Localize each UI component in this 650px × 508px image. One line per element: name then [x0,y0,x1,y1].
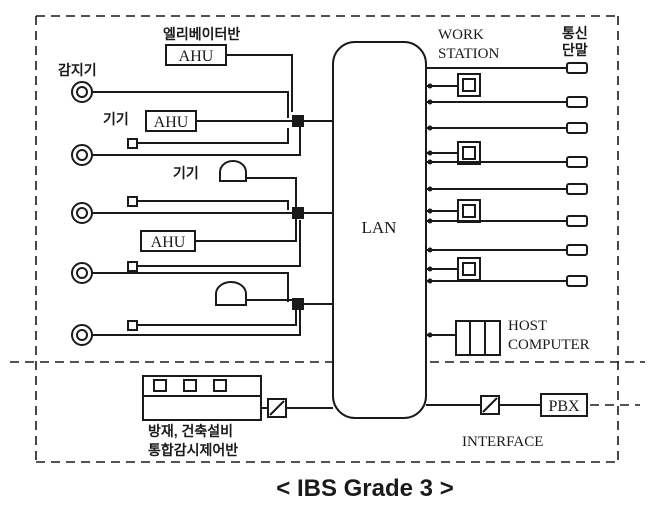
lan-backbone: LAN [332,41,427,419]
equipment-label-2: 기기 [173,165,199,181]
pbx-label: PBX [548,398,580,415]
boundary-lines [10,15,645,463]
elevator-panel-label: 엘리베이터반 [163,26,240,42]
comm-terminal-label-2: 단말 [562,42,588,58]
ahu-label-2: AHU [154,114,189,131]
workstation-label-2: STATION [438,46,499,62]
controller-group-2: 기기 AHU [71,160,333,272]
host-label-1: HOST [508,318,547,334]
lan-label: LAN [362,218,397,237]
ahu-label-1: AHU [179,48,214,65]
figure-caption: < IBS Grade 3 > [276,475,453,502]
integrated-control-panel: 방재, 건축설비 통합감시제어반 [142,375,333,458]
host-label-2: COMPUTER [508,337,590,353]
interface-label: INTERFACE [462,434,543,450]
control-panel-label-1: 방재, 건축설비 [148,423,233,439]
workstation-label-1: WORK [438,27,484,43]
pbx-interface: PBX INTERFACE [426,393,588,450]
comm-terminal-label-1: 통신 [562,25,588,41]
equipment-label-1: 기기 [103,111,129,127]
controller-group-1: 기기 AHU [71,81,333,166]
host-computer: HOST COMPUTER [426,318,590,356]
pbx-box [540,393,588,417]
terminal-lines [426,62,588,287]
sensor-label: 감지기 [58,62,97,78]
ahu-label-3: AHU [151,234,186,251]
control-panel-label-2: 통합감시제어반 [148,442,238,458]
controller-group-3 [71,262,333,346]
